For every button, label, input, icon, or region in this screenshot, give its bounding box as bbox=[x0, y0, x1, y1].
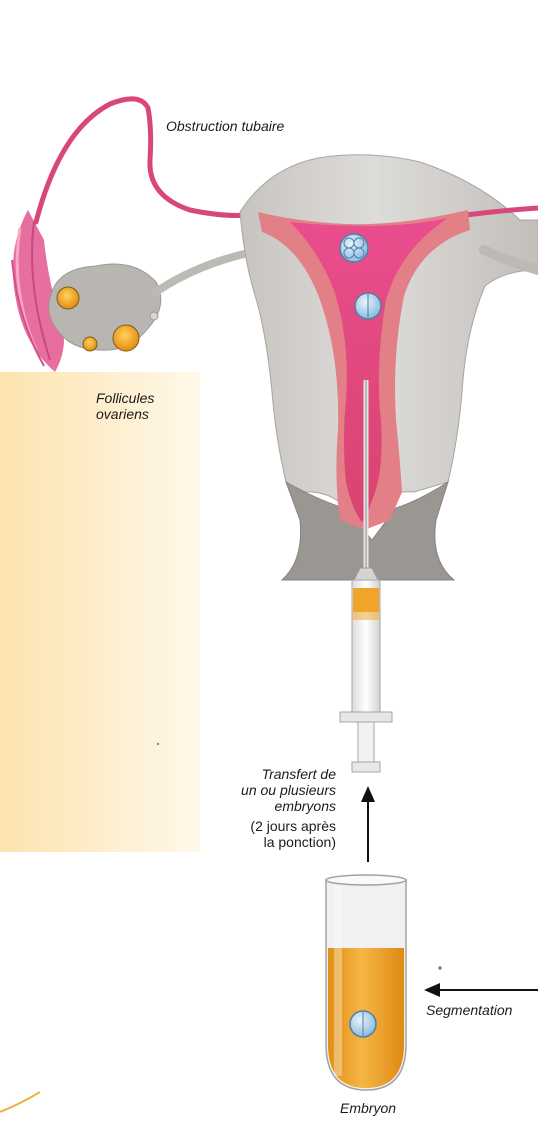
label-timing-line1: (2 jours après bbox=[250, 818, 336, 835]
label-segmentation: Segmentation bbox=[426, 1002, 512, 1019]
embryo-in-tube bbox=[350, 1011, 376, 1037]
follicle bbox=[113, 325, 139, 351]
label-transfert-line1: Transfert de bbox=[262, 766, 336, 783]
label-timing-line2: la ponction) bbox=[264, 834, 336, 851]
highlight-panel bbox=[0, 372, 200, 852]
syringe-medium bbox=[353, 588, 379, 612]
label-embryon: Embryon bbox=[340, 1100, 396, 1117]
segmentation-arrow bbox=[424, 983, 538, 997]
ovary bbox=[49, 264, 161, 351]
label-transfert-line3: embryons bbox=[275, 798, 336, 815]
label-follicules-line1: Follicules bbox=[96, 390, 154, 407]
follicle bbox=[57, 287, 79, 309]
label-obstruction-tubaire: Obstruction tubaire bbox=[166, 118, 284, 135]
test-tube bbox=[326, 875, 406, 1090]
follicle bbox=[83, 337, 97, 351]
label-transfert-line2: un ou plusieurs bbox=[241, 782, 336, 799]
syringe bbox=[340, 568, 392, 772]
label-follicules-line2: ovariens bbox=[96, 406, 149, 423]
embryo-in-uterus bbox=[340, 234, 368, 262]
transfer-arrow bbox=[361, 786, 375, 862]
embryo-in-uterus bbox=[355, 293, 381, 319]
panel-corner-stroke bbox=[0, 1092, 40, 1112]
